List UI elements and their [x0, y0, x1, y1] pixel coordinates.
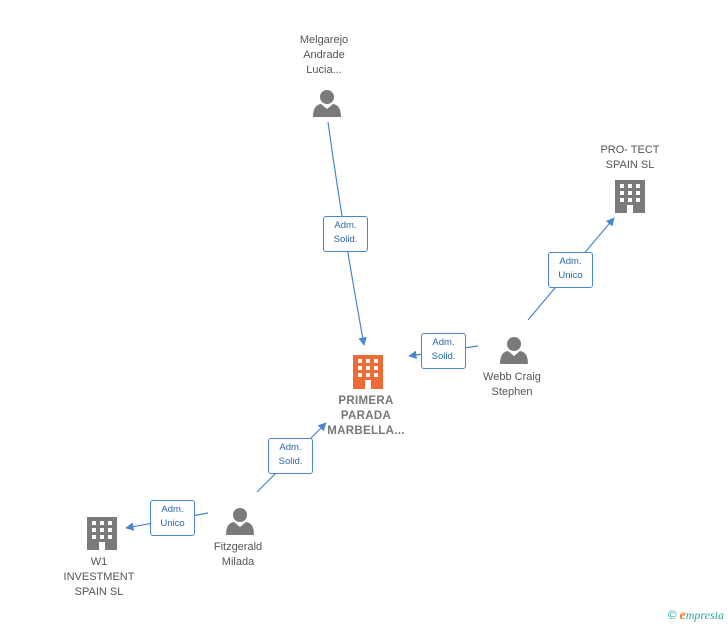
person-icon[interactable] [226, 508, 254, 535]
building-icon[interactable] [353, 355, 383, 389]
person-icon[interactable] [313, 90, 341, 117]
copyright-brand: © empresia [668, 608, 724, 624]
edge-label-webb-primera[interactable]: Adm. Solid. [421, 333, 466, 369]
brand-initial: e [679, 608, 686, 623]
copyright-icon: © [667, 608, 677, 622]
node-label-fitzgerald[interactable]: Fitzgerald Milada [213, 541, 263, 568]
person-icon[interactable] [500, 337, 528, 364]
brand-name: mpresia [685, 608, 724, 622]
edge-label-melgarejo-primera[interactable]: Adm. Solid. [323, 216, 368, 252]
node-label-w1[interactable]: W1 INVESTMENT SPAIN SL [63, 556, 135, 598]
building-icon[interactable] [87, 517, 117, 550]
edge-label-fitzgerald-primera[interactable]: Adm. Solid. [268, 438, 313, 474]
node-label-melgarejo[interactable]: Melgarejo Andrade Lucia... [299, 34, 349, 76]
node-label-protect[interactable]: PRO- TECT SPAIN SL [600, 144, 660, 171]
building-icon[interactable] [615, 180, 645, 213]
edge-label-fitzgerald-w1[interactable]: Adm. Unico [150, 500, 195, 536]
node-label-primera-parada[interactable]: PRIMERA PARADA MARBELLA... [327, 395, 405, 437]
edge-label-webb-protect[interactable]: Adm. Unico [548, 252, 593, 288]
node-label-webb[interactable]: Webb Craig Stephen [483, 371, 541, 398]
